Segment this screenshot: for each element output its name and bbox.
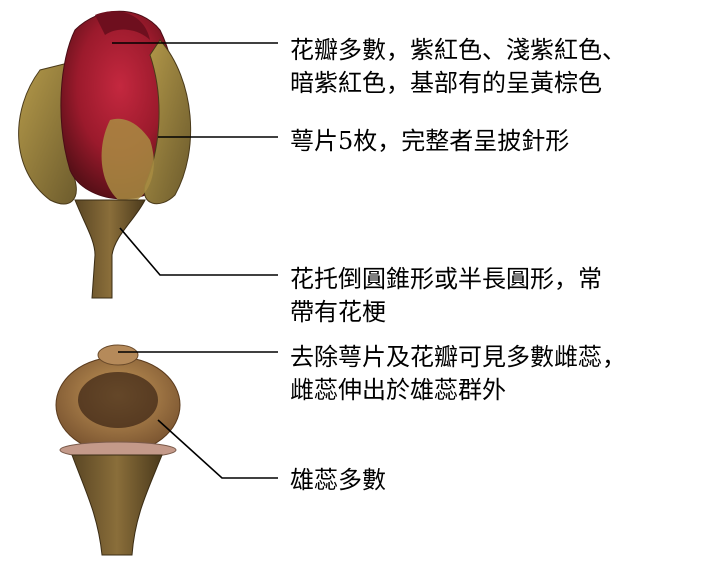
rose-bud — [18, 10, 192, 299]
label-receptacle-line2: 帶有花梗 — [290, 298, 386, 326]
label-petals: 花瓣多數，紫紅色、淺紫紅色、 暗紫紅色，基部有的呈黃棕色 — [290, 34, 626, 100]
label-sepals-line1: 萼片5枚，完整者呈披針形 — [290, 127, 570, 155]
leader-receptacle — [119, 227, 278, 276]
petal-fold — [95, 11, 150, 41]
label-stamens: 雄蕊多數 — [290, 464, 386, 497]
label-petals-line1: 花瓣多數，紫紅色、淺紫紅色、 — [290, 36, 626, 64]
label-receptacle: 花托倒圓錐形或半長圓形，常 帶有花梗 — [290, 263, 602, 329]
leader-stamens — [157, 419, 278, 479]
lower-receptacle — [71, 454, 163, 556]
dissected-flower — [55, 344, 181, 556]
label-stamens-line1: 雄蕊多數 — [290, 466, 386, 494]
pistil-tips — [97, 344, 139, 366]
sepal-right — [143, 39, 192, 205]
label-pistils-line2: 雌蕊伸出於雄蕊群外 — [290, 376, 506, 404]
receptacle — [74, 199, 146, 299]
stamen-dark-core — [78, 372, 158, 428]
leader-lines — [112, 42, 278, 479]
label-pistils-line1: 去除萼片及花瓣可見多數雌蕊， — [290, 343, 626, 371]
label-pistils: 去除萼片及花瓣可見多數雌蕊， 雌蕊伸出於雄蕊群外 — [290, 341, 626, 407]
label-sepals: 萼片5枚，完整者呈披針形 — [290, 125, 569, 158]
label-receptacle-line1: 花托倒圓錐形或半長圓形，常 — [290, 265, 602, 293]
label-petals-line2: 暗紫紅色，基部有的呈黃棕色 — [290, 69, 602, 97]
sepal-front — [101, 118, 154, 205]
